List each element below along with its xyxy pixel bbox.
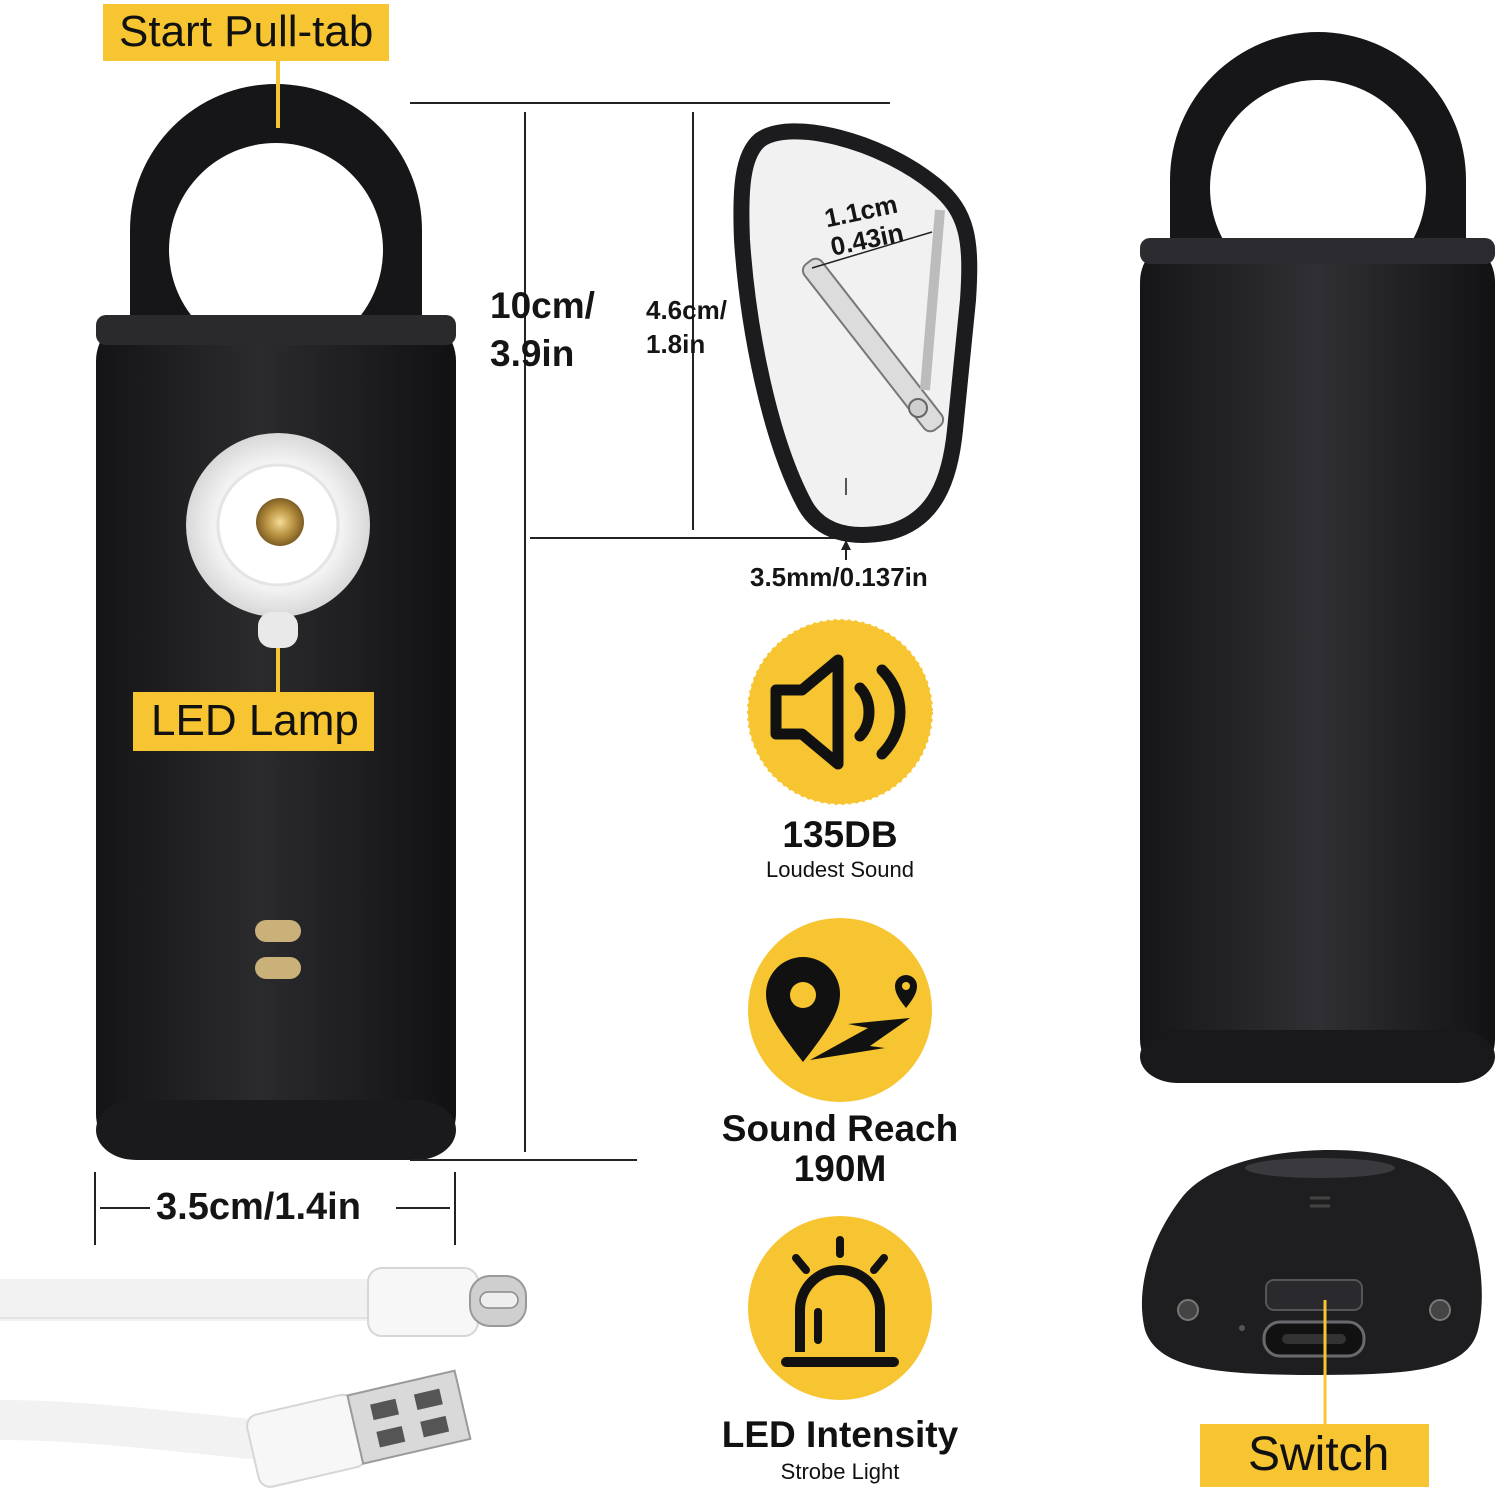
loudness-caption: Loudest Sound [765,857,915,882]
led-intensity-value: LED Intensity [721,1414,959,1455]
led-lamp-label: LED Lamp [133,692,374,751]
carabiner-height-label: 4.6cm/ 1.8in [646,295,727,360]
height-dimension-label: 10cm/ 3.9in [490,285,595,375]
sound-reach-value: Sound Reach 190M [721,1108,959,1189]
start-pull-tab-label: Start Pull-tab [103,4,390,61]
width-dimension-label: 3.5cm/1.4in [156,1186,361,1228]
led-intensity-caption: Strobe Light [780,1459,900,1484]
switch-label: Switch [1200,1424,1430,1487]
wire-thickness-label: 3.5mm/0.137in [750,562,928,592]
loudness-value: 135DB [782,814,898,855]
